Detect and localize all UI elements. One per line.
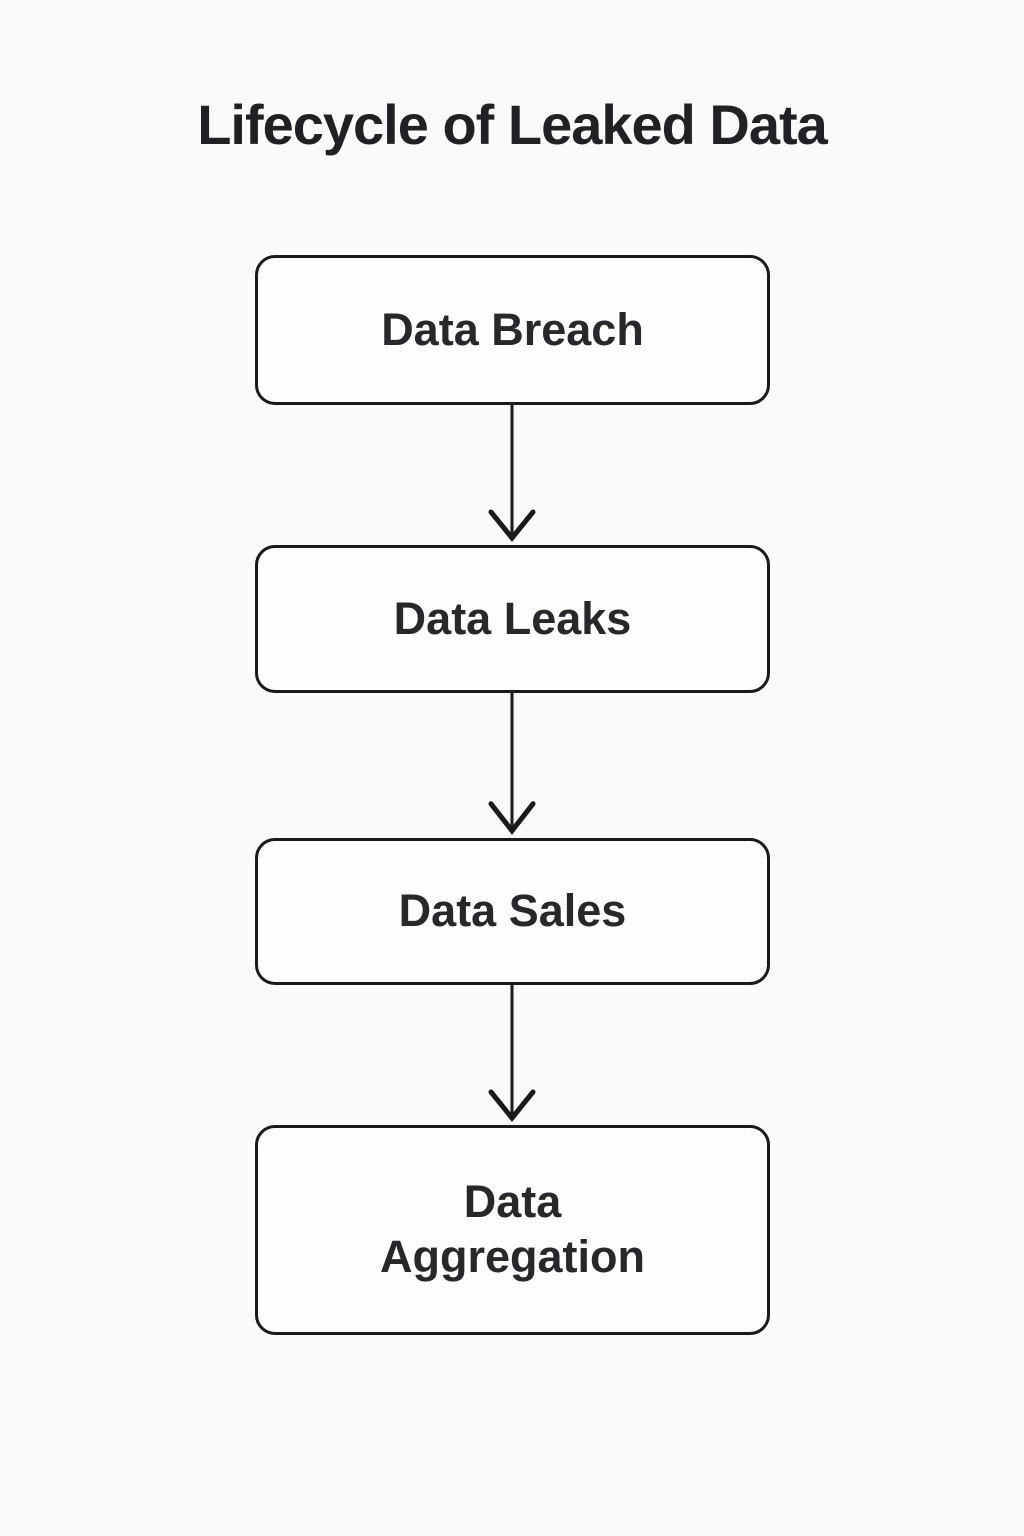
node-label: Data Sales <box>398 885 627 937</box>
node-data-leaks: Data Leaks <box>255 545 770 693</box>
node-label: Data Leaks <box>393 592 632 644</box>
down-arrow-icon <box>488 985 536 1122</box>
node-data-sales: Data Sales <box>255 838 770 985</box>
diagram-title: Lifecycle of Leaked Data <box>197 93 828 156</box>
node-data-breach: Data Breach <box>255 255 770 405</box>
down-arrow-icon <box>488 693 536 835</box>
down-arrow-icon <box>488 405 536 542</box>
node-label: Data Breach <box>381 303 644 355</box>
node-label: Data Aggregation <box>380 1176 645 1282</box>
node-data-aggregation: Data Aggregation <box>255 1125 770 1335</box>
